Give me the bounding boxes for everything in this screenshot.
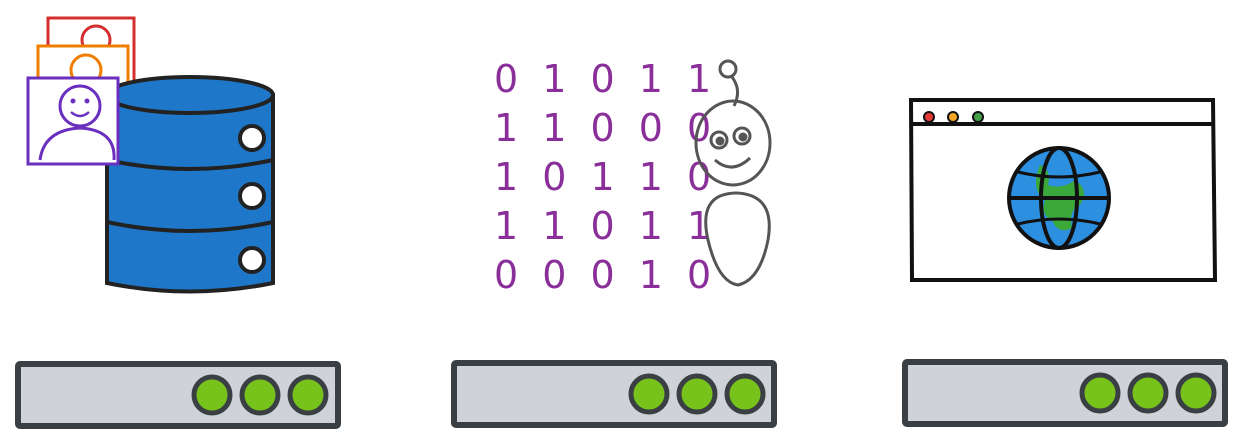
server-led [676, 373, 718, 415]
binary-data-block: 0 1 0 1 1 1 1 0 0 0 1 0 1 1 0 1 1 0 1 1 … [494, 57, 717, 297]
server-led [1127, 372, 1169, 414]
binary-row: 0 0 0 1 0 [494, 253, 717, 297]
database-light-3 [238, 246, 266, 274]
server-led [1175, 372, 1217, 414]
robot-icon [694, 59, 772, 287]
server-rack-left [15, 361, 341, 429]
database-icon [105, 75, 275, 294]
server-led [628, 373, 670, 415]
server-rack-middle [451, 360, 777, 428]
server-led [191, 374, 233, 416]
server-led [287, 374, 329, 416]
window-maximize-dot [972, 111, 984, 123]
server-led [1079, 372, 1121, 414]
binary-row: 1 1 0 1 1 [494, 204, 717, 248]
database-light-2 [238, 182, 266, 210]
profile-photo-purple [26, 76, 120, 166]
window-minimize-dot [947, 111, 959, 123]
globe-icon [1007, 146, 1111, 250]
window-close-dot [923, 111, 935, 123]
server-led [724, 373, 766, 415]
binary-row: 0 1 0 1 1 [494, 57, 717, 101]
server-rack-right [902, 359, 1228, 427]
binary-row: 1 0 1 1 0 [494, 155, 717, 199]
binary-row: 1 1 0 0 0 [494, 106, 717, 150]
server-led [239, 374, 281, 416]
database-light-1 [238, 124, 266, 152]
